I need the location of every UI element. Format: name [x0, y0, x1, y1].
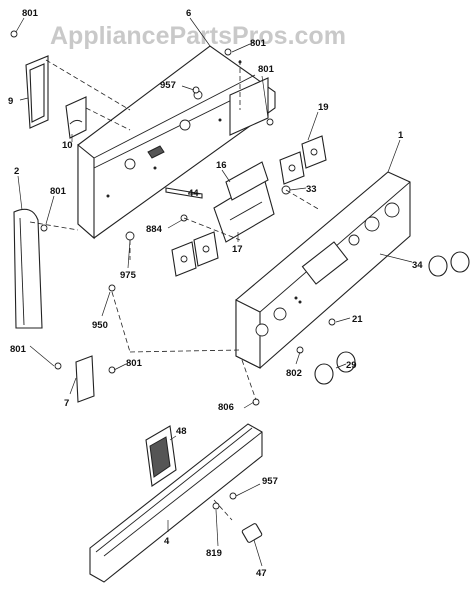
label-9: 9	[8, 96, 13, 107]
label-801: 801	[50, 186, 67, 197]
label-10: 10	[62, 140, 73, 151]
label-47: 47	[256, 568, 267, 579]
label-34: 34	[412, 260, 423, 271]
label-801: 801	[22, 8, 39, 19]
lower-trim	[89, 423, 263, 583]
label-1: 1	[398, 130, 404, 141]
switch-block-upper	[279, 135, 327, 185]
label-7: 7	[64, 398, 69, 409]
rear-control-panel	[77, 45, 276, 240]
part-7-clip	[75, 355, 95, 403]
main-control-panel	[235, 171, 411, 369]
label-801: 801	[250, 38, 267, 49]
label-801: 801	[126, 358, 143, 369]
infinite-switch-assembly	[213, 161, 275, 243]
label-4: 4	[164, 536, 170, 547]
label-29: 29	[346, 360, 357, 371]
label-19: 19	[318, 102, 329, 113]
assembly-lines	[29, 59, 321, 521]
small-clip	[241, 523, 263, 543]
label-801: 801	[258, 64, 275, 75]
watermark: AppliancePartsPros.com	[50, 22, 346, 50]
trim-end-cap	[145, 425, 177, 487]
label-48: 48	[176, 426, 187, 437]
label-819: 819	[206, 548, 222, 559]
label-957: 957	[160, 80, 176, 91]
label-2: 2	[14, 166, 19, 177]
side-trim	[13, 208, 43, 329]
label-16: 16	[216, 160, 227, 171]
hardware-screws	[10, 30, 336, 510]
left-inner-bracket	[65, 96, 87, 139]
label-6: 6	[186, 8, 191, 19]
label-950: 950	[92, 320, 108, 331]
label-21: 21	[352, 314, 363, 325]
label-975: 975	[120, 270, 137, 281]
label-802: 802	[286, 368, 302, 379]
left-end-bracket	[25, 55, 49, 129]
part-labels: 801 6 801 957 801 9 10 2 801 1 19 16 44 …	[8, 8, 423, 579]
label-884: 884	[146, 224, 163, 235]
leader-lines	[15, 17, 413, 567]
label-957: 957	[262, 476, 278, 487]
label-806: 806	[218, 402, 234, 413]
label-801: 801	[10, 344, 27, 355]
knobs	[314, 251, 470, 385]
label-33: 33	[306, 184, 317, 195]
label-17: 17	[232, 244, 243, 255]
switch-block-lower	[171, 231, 219, 277]
label-44: 44	[188, 188, 199, 199]
